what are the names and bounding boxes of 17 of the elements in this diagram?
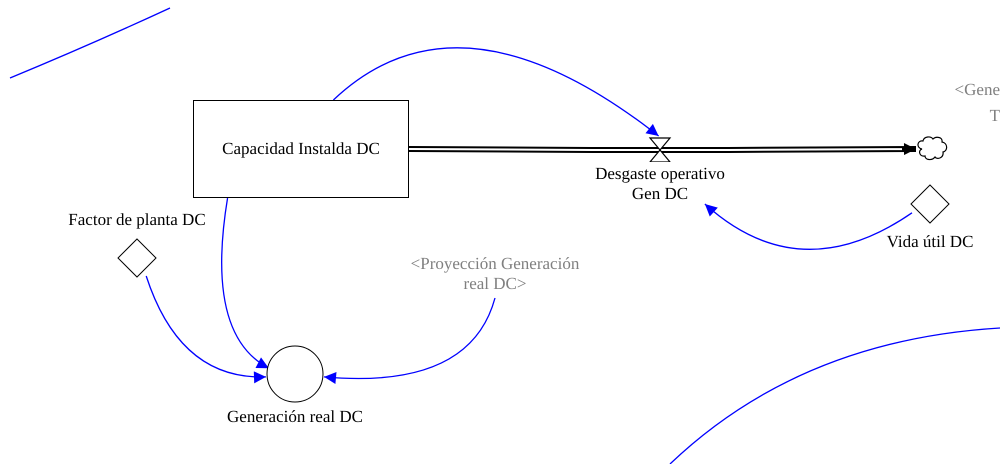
arrow xyxy=(221,198,270,369)
variable-label: Desgaste operativo Gen DC xyxy=(594,164,726,204)
cloud-sink xyxy=(916,136,948,162)
arrow xyxy=(324,298,496,384)
variable-label: Factor de planta DC xyxy=(68,210,206,230)
cut-off-label: T xyxy=(990,106,1000,126)
variable-label: Generación real DC xyxy=(227,407,363,427)
variable-label: Vida útil DC xyxy=(886,232,974,252)
arrow xyxy=(146,276,266,383)
arrow xyxy=(332,47,660,137)
arrow xyxy=(704,204,912,250)
flow-pipe xyxy=(408,146,592,153)
shadow-variable-label: <Proyección Generación real DC> xyxy=(410,254,580,294)
variable-label: Capacidad Instalda DC xyxy=(222,139,380,159)
stock-box xyxy=(193,100,409,198)
cut-off-label: <Gene xyxy=(954,80,1000,100)
flow-pipe xyxy=(728,143,916,156)
